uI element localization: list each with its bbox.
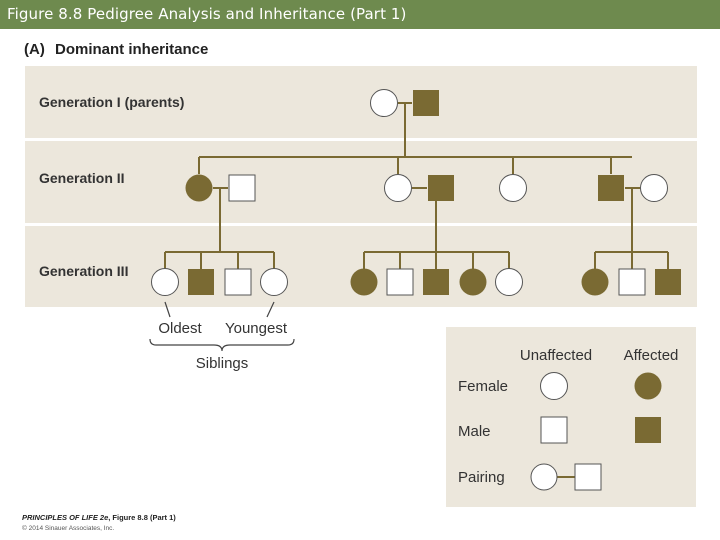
gen1-male-affected bbox=[413, 90, 439, 116]
gen2-female-unaffected bbox=[640, 174, 668, 202]
legend-female-unaffected-symbol bbox=[540, 372, 568, 400]
siblings-label: Siblings bbox=[196, 355, 249, 372]
legend-pairing-male-symbol bbox=[574, 463, 602, 491]
footer-figure-ref: , Figure 8.8 (Part 1) bbox=[108, 513, 176, 522]
sibling-annotation: Oldest Youngest Siblings bbox=[149, 301, 295, 372]
legend: Unaffected Affected Female Male Pairing bbox=[446, 327, 696, 507]
legend-row-pairing: Pairing bbox=[458, 469, 505, 486]
generation-label-2: Generation II bbox=[39, 170, 125, 186]
gen3-male-unaffected bbox=[386, 268, 414, 296]
legend-row-male: Male bbox=[458, 423, 491, 440]
gen2-male-unaffected bbox=[228, 174, 256, 202]
gen3-male-affected bbox=[188, 269, 214, 295]
footer-credit: PRINCIPLES OF LIFE 2e, Figure 8.8 (Part … bbox=[22, 513, 176, 522]
gen1-female-unaffected bbox=[370, 89, 398, 117]
footer-book-title: PRINCIPLES OF LIFE 2e bbox=[22, 513, 109, 522]
legend-col-affected: Affected bbox=[624, 347, 679, 364]
gen3-male-affected bbox=[655, 269, 681, 295]
generation-label-3: Generation III bbox=[39, 263, 128, 279]
siblings-brace bbox=[149, 338, 295, 352]
gen2-female-unaffected bbox=[384, 174, 412, 202]
legend-col-unaffected: Unaffected bbox=[520, 347, 592, 364]
gen2-male-affected bbox=[598, 175, 624, 201]
gen3-female-unaffected bbox=[151, 268, 179, 296]
gen3-male-unaffected bbox=[618, 268, 646, 296]
gen2-male-affected bbox=[428, 175, 454, 201]
gen3-female-unaffected bbox=[495, 268, 523, 296]
generation-band-1 bbox=[25, 66, 697, 138]
gen3-female-affected bbox=[581, 268, 609, 296]
legend-male-unaffected-symbol bbox=[540, 416, 568, 444]
footer-copyright: © 2014 Sinauer Associates, Inc. bbox=[22, 525, 115, 532]
gen2-female-unaffected bbox=[499, 174, 527, 202]
gen3-female-unaffected bbox=[260, 268, 288, 296]
generation-label-1: Generation I (parents) bbox=[39, 94, 184, 110]
oldest-label: Oldest bbox=[158, 320, 202, 337]
legend-pairing-female-symbol bbox=[530, 463, 558, 491]
gen2-female-affected bbox=[185, 174, 213, 202]
legend-male-affected-symbol bbox=[635, 417, 661, 443]
generation-band-2 bbox=[25, 141, 697, 223]
panel-label: (A) bbox=[24, 41, 45, 58]
legend-female-affected-symbol bbox=[634, 372, 662, 400]
oldest-pointer bbox=[164, 301, 171, 318]
legend-row-female: Female bbox=[458, 378, 508, 395]
gen3-male-unaffected bbox=[224, 268, 252, 296]
panel-title: Dominant inheritance bbox=[55, 41, 208, 58]
gen3-female-affected bbox=[350, 268, 378, 296]
gen3-female-affected bbox=[459, 268, 487, 296]
pedigree-lines bbox=[164, 102, 669, 269]
youngest-label: Youngest bbox=[225, 320, 288, 337]
title-bar: Figure 8.8 Pedigree Analysis and Inherit… bbox=[0, 0, 720, 29]
slide-title: Figure 8.8 Pedigree Analysis and Inherit… bbox=[7, 5, 407, 23]
gen3-male-affected bbox=[423, 269, 449, 295]
youngest-pointer bbox=[266, 301, 275, 318]
